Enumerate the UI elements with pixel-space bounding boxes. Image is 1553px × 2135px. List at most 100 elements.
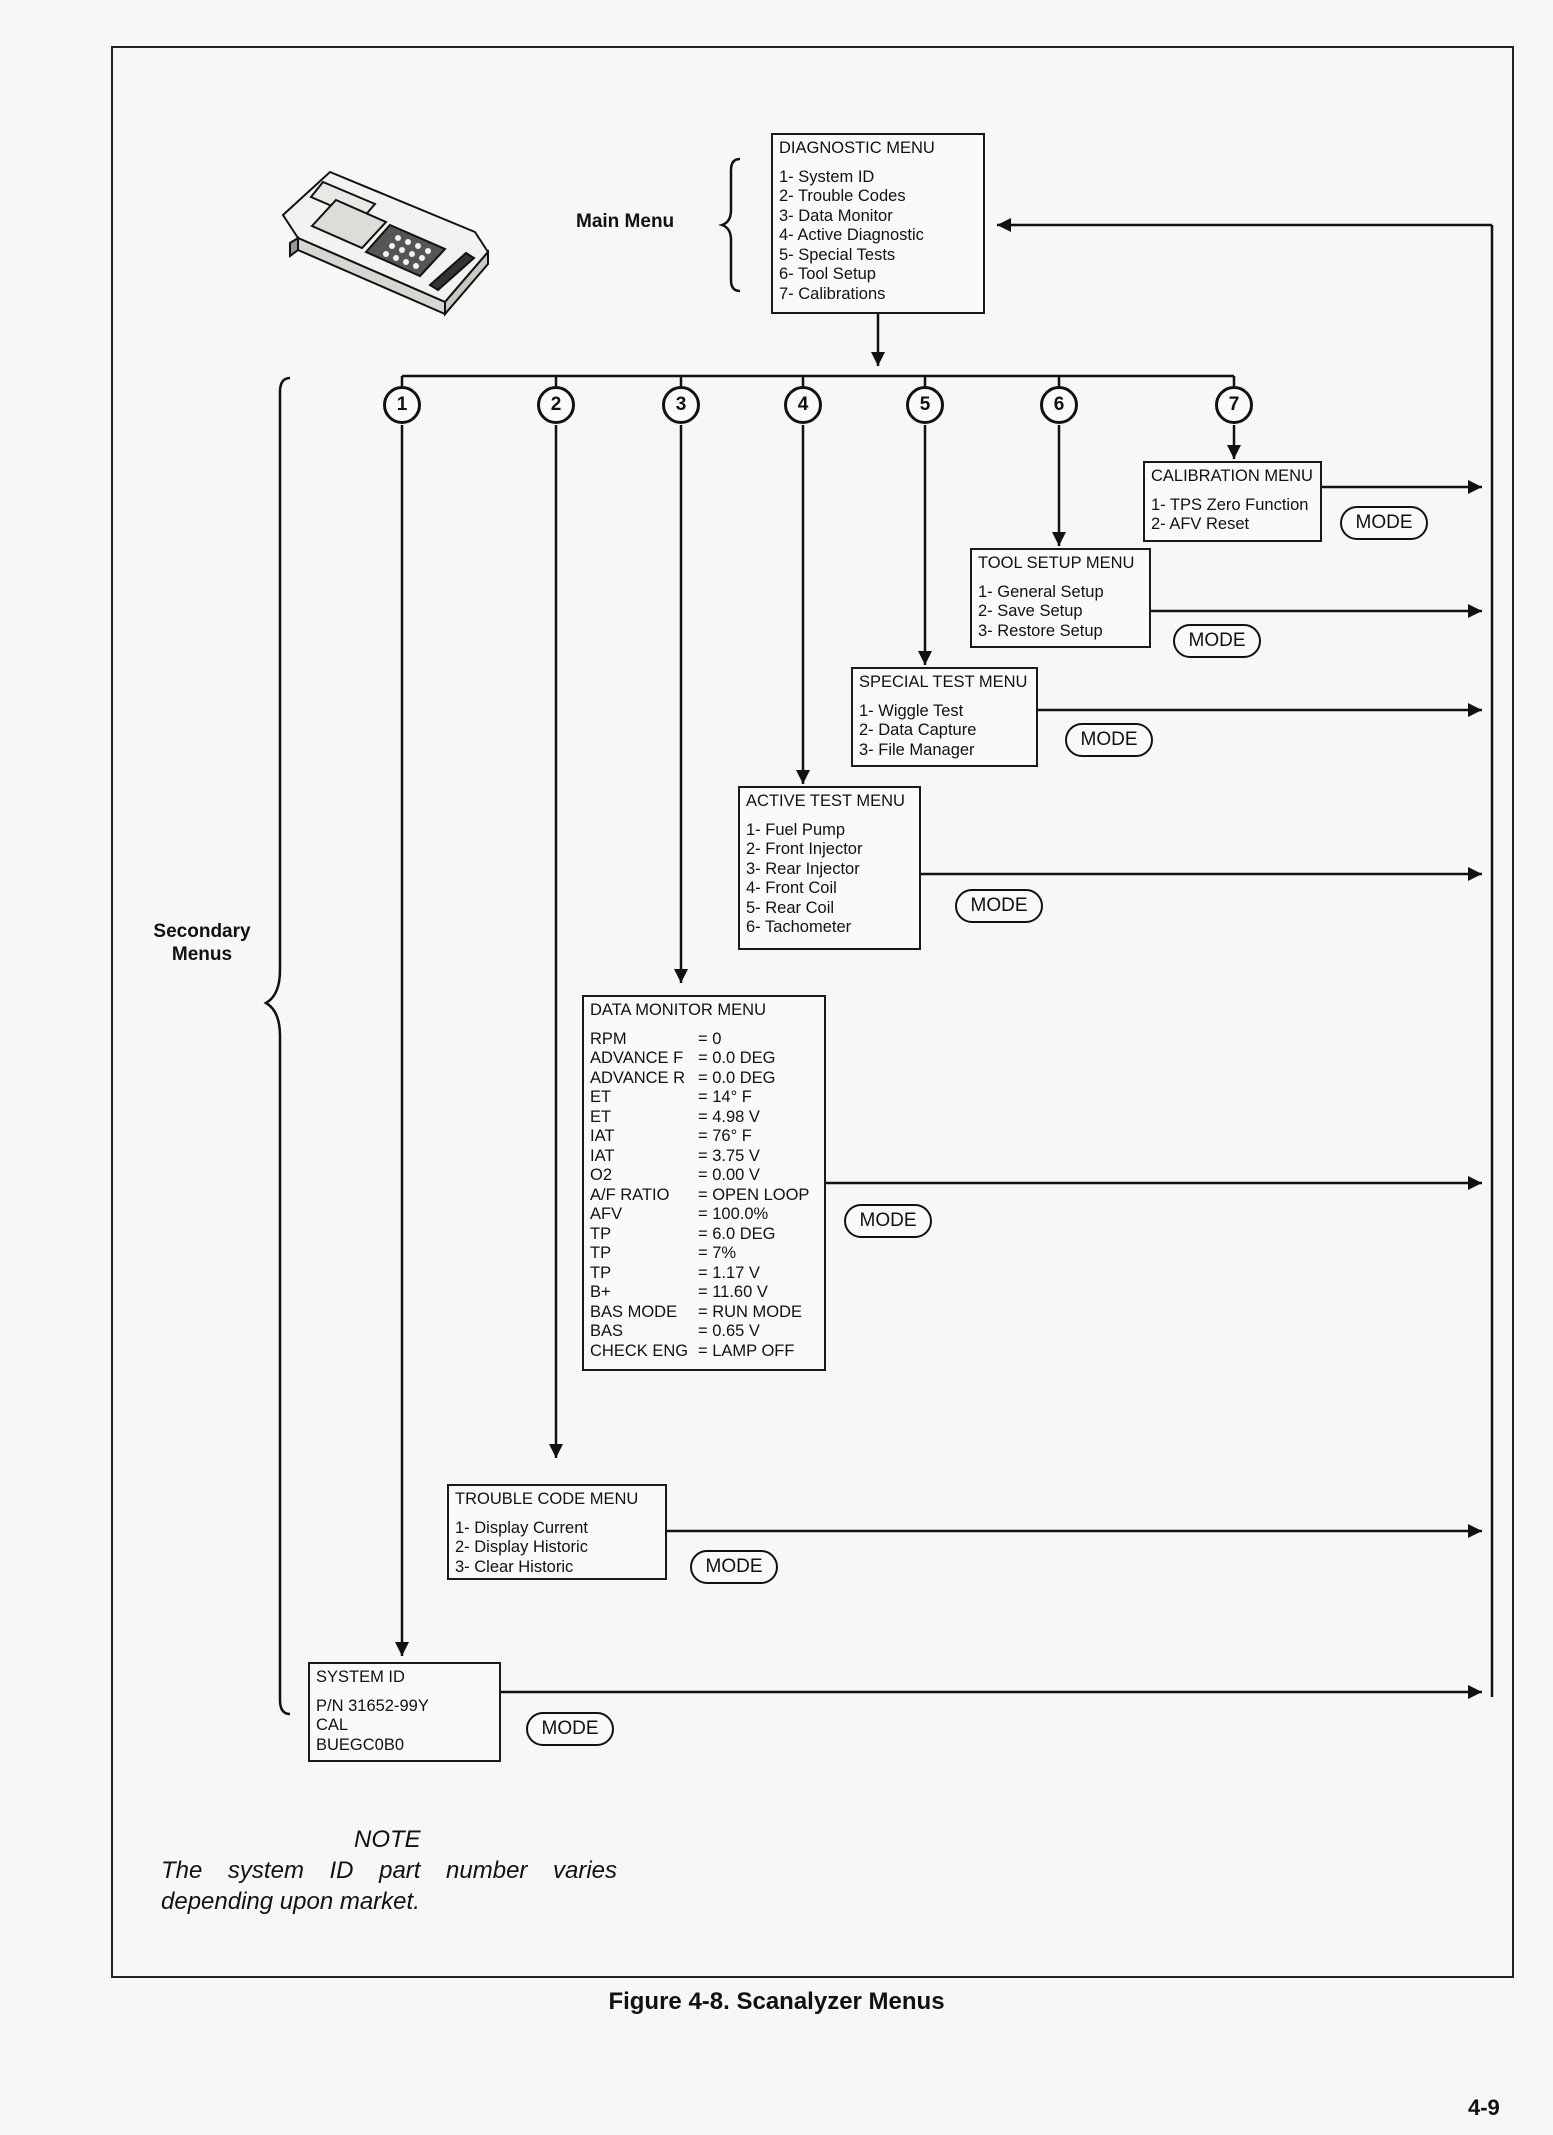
data-monitor-param: ET (590, 1088, 612, 1106)
data-monitor-param: IAT (590, 1146, 615, 1165)
data-monitor-param: B+ (590, 1283, 611, 1301)
data-monitor-param: A/F RATIO (590, 1185, 670, 1204)
data-monitor-value: = 0.0 DEG (698, 1068, 776, 1087)
page-number: 4-9 (1468, 2095, 1500, 2120)
scanalyzer-device-icon (281, 170, 490, 317)
data-monitor-value: = 0.0 DEG (698, 1049, 776, 1067)
active-test-menu-item: 2- Front Injector (746, 840, 863, 858)
data-monitor-param: O2 (590, 1166, 613, 1184)
system-id-title: SYSTEM ID (316, 1668, 405, 1686)
data-monitor-value: = LAMP OFF (698, 1341, 795, 1360)
system-id-line: CAL (316, 1716, 349, 1734)
mode-badge: MODE (526, 1712, 614, 1746)
special-test-menu-item: 3- File Manager (859, 740, 975, 759)
branch-circle-2: 2 (537, 386, 575, 424)
tool-setup-menu-box: TOOL SETUP MENU 1- General Setup 2- Save… (970, 548, 1151, 648)
data-monitor-value: = 7% (698, 1244, 737, 1262)
data-monitor-row: B+= 11.60 V (590, 1283, 818, 1303)
data-monitor-value: = RUN MODE (698, 1302, 803, 1321)
device-keypad (383, 235, 431, 269)
active-test-menu-item: 3- Rear Injector (746, 859, 860, 878)
figure-frame (111, 46, 1514, 1978)
trouble-code-menu-item: 3- Clear Historic (455, 1557, 574, 1576)
active-test-menu-item: 4- Front Coil (746, 879, 837, 897)
data-monitor-row: ADVANCE R = 0.0 DEG (590, 1069, 818, 1089)
data-monitor-param: ET (590, 1107, 612, 1126)
calibration-menu-item: 2- AFV Reset (1151, 515, 1250, 533)
calibration-menu-item: 1- TPS Zero Function (1151, 495, 1309, 514)
data-monitor-row: BAS MODE = RUN MODE (590, 1303, 818, 1323)
diagnostic-menu-item: 6- Tool Setup (779, 265, 876, 283)
special-test-menu-item: 1- Wiggle Test (859, 701, 964, 720)
data-monitor-value: = 3.75 V (698, 1146, 760, 1165)
data-monitor-row: ET = 14° F (590, 1088, 818, 1108)
data-monitor-param: ADVANCE R (590, 1068, 686, 1087)
data-monitor-value: = 0.00 V (698, 1166, 760, 1184)
data-monitor-param: RPM (590, 1029, 627, 1048)
data-monitor-row: TP = 7% (590, 1244, 818, 1264)
data-monitor-row: TP= 1.17 V (590, 1264, 818, 1284)
diagnostic-menu-item: 1- System ID (779, 167, 875, 186)
data-monitor-value: = OPEN LOOP (698, 1185, 810, 1204)
system-id-box: SYSTEM ID P/N 31652-99Y CAL BUEGC0B0 (308, 1662, 501, 1762)
mode-badge: MODE (844, 1204, 932, 1238)
data-monitor-param: IAT (590, 1127, 615, 1145)
data-monitor-param: TP (590, 1244, 612, 1262)
figure-caption: Figure 4-8. Scanalyzer Menus (608, 1988, 945, 2015)
data-monitor-row: BAS = 0.65 V (590, 1322, 818, 1342)
data-monitor-menu-title: DATA MONITOR MENU (590, 1001, 767, 1019)
data-monitor-row: RPM= 0 (590, 1030, 818, 1050)
data-monitor-row: TP = 6.0 DEG (590, 1225, 818, 1245)
data-monitor-value: = 1.17 V (698, 1263, 760, 1282)
trouble-code-menu-item: 2- Display Historic (455, 1538, 588, 1556)
system-id-line: BUEGC0B0 (316, 1735, 405, 1754)
tool-setup-menu-item: 3- Restore Setup (978, 621, 1103, 640)
data-monitor-row: AFV = 100.0% (590, 1205, 818, 1225)
tool-setup-menu-item: 1- General Setup (978, 582, 1104, 601)
trouble-code-menu-item: 1- Display Current (455, 1518, 588, 1537)
diagnostic-menu-box: DIAGNOSTIC MENU 1- System ID 2- Trouble … (771, 133, 985, 314)
active-test-menu-item: 6- Tachometer (746, 918, 852, 936)
data-monitor-value: = 6.0 DEG (698, 1224, 776, 1243)
branch-circle-1: 1 (383, 386, 421, 424)
data-monitor-row: A/F RATIO = OPEN LOOP (590, 1186, 818, 1206)
note-text: The system ID part number varies dependi… (161, 1857, 617, 1915)
data-monitor-param: BAS (590, 1322, 624, 1340)
calibration-menu-title: CALIBRATION MENU (1151, 467, 1313, 485)
special-test-menu-item: 2- Data Capture (859, 721, 977, 739)
note-title: NOTE (354, 1826, 421, 1853)
branch-circle-3: 3 (662, 386, 700, 424)
branch-circle-4: 4 (784, 386, 822, 424)
data-monitor-param: CHECK ENG (590, 1341, 689, 1360)
calibration-menu-box: CALIBRATION MENU 1- TPS Zero Function 2-… (1143, 461, 1322, 542)
active-test-menu-item: 5- Rear Coil (746, 898, 835, 917)
data-monitor-row: IAT = 3.75 V (590, 1147, 818, 1167)
data-monitor-value: = 14° F (698, 1088, 752, 1106)
trouble-code-menu-title: TROUBLE CODE MENU (455, 1490, 639, 1508)
diagnostic-menu-item: 5- Special Tests (779, 245, 896, 264)
trouble-code-menu-box: TROUBLE CODE MENU 1- Display Current 2- … (447, 1484, 667, 1580)
diagnostic-menu-item: 2- Trouble Codes (779, 187, 906, 205)
data-monitor-param: TP (590, 1224, 612, 1243)
data-monitor-param: ADVANCE F (590, 1049, 684, 1067)
diagnostic-menu-item: 3- Data Monitor (779, 206, 893, 225)
data-monitor-param: AFV (590, 1205, 623, 1223)
data-monitor-value: = 4.98 V (698, 1107, 760, 1126)
special-test-menu-box: SPECIAL TEST MENU 1- Wiggle Test 2- Data… (851, 667, 1038, 767)
data-monitor-row: O2 = 0.00 V (590, 1166, 818, 1186)
tool-setup-menu-title: TOOL SETUP MENU (978, 554, 1135, 572)
data-monitor-row: ET = 4.98 V (590, 1108, 818, 1128)
data-monitor-row: CHECK ENG = LAMP OFF (590, 1342, 818, 1362)
mode-badge: MODE (1340, 506, 1428, 540)
secondary-menus-label: Secondary Menus (153, 921, 251, 965)
data-monitor-value: = 0.65 V (698, 1322, 760, 1340)
diagnostic-menu-item: 4- Active Diagnostic (779, 226, 924, 244)
data-monitor-value: = 100.0% (698, 1205, 769, 1223)
active-test-menu-title: ACTIVE TEST MENU (746, 792, 905, 810)
mode-badge: MODE (690, 1550, 778, 1584)
data-monitor-param: BAS MODE (590, 1302, 678, 1321)
active-test-menu-item: 1- Fuel Pump (746, 820, 846, 839)
branch-circle-6: 6 (1040, 386, 1078, 424)
